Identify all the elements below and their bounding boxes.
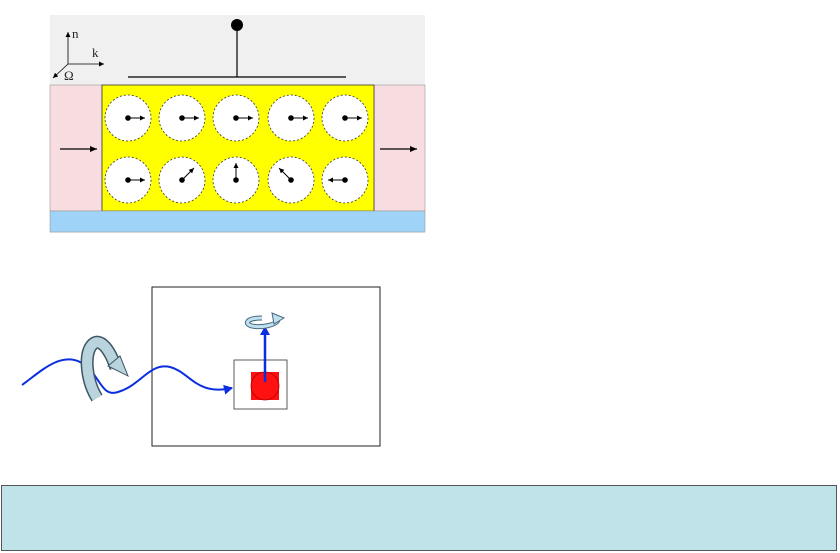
antenna — [128, 19, 346, 78]
rotation-icon — [244, 312, 286, 330]
right-pink-region — [373, 84, 426, 212]
coordinate-axes: n k Ω — [52, 26, 104, 83]
axis-omega-label: Ω — [64, 68, 74, 83]
curved-arrow — [80, 335, 129, 402]
blue-substrate — [49, 210, 426, 233]
spin-direction-arrow — [181, 167, 195, 181]
spin-array — [104, 94, 369, 204]
axis-k-label: k — [92, 45, 99, 60]
left-pink-region — [49, 84, 103, 212]
spin-direction-arrow — [278, 167, 292, 181]
wave-path — [21, 358, 233, 395]
caption-box — [1, 485, 837, 551]
axis-n-label: n — [72, 26, 79, 41]
